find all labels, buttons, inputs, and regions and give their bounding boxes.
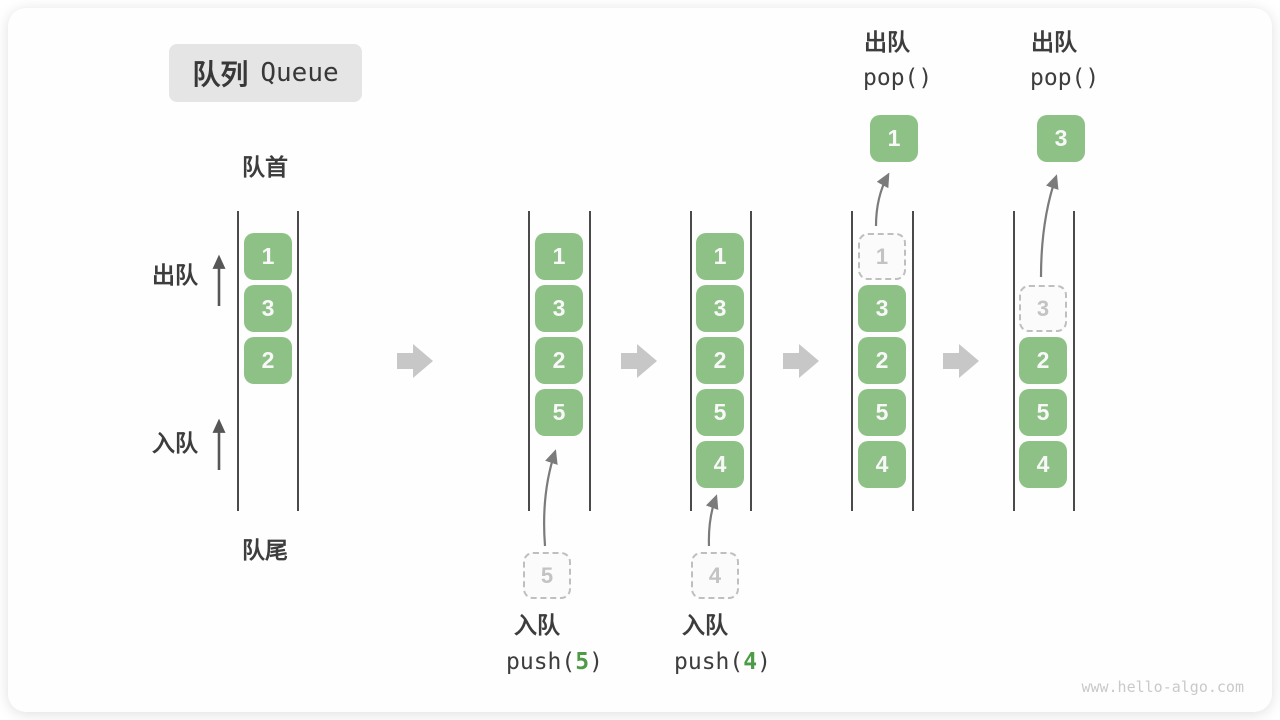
pop2-value-cell: 3 bbox=[1037, 115, 1085, 162]
push4-code-arg: 4 bbox=[743, 649, 758, 675]
watermark: www.hello-algo.com bbox=[1081, 678, 1244, 696]
queue5-cell: 2 bbox=[1019, 337, 1067, 384]
push5-code-open: push( bbox=[506, 649, 576, 675]
pop1-label: 出队 bbox=[864, 29, 910, 55]
title-zh: 队列 bbox=[192, 59, 249, 90]
queue3-cell: 3 bbox=[696, 285, 744, 332]
enqueue-side-label: 入队 bbox=[152, 430, 198, 456]
dequeue-side-label: 出队 bbox=[152, 262, 198, 288]
push5-code-close: ) bbox=[589, 649, 603, 675]
push4-code-close: ) bbox=[757, 649, 771, 675]
queue3-cell: 2 bbox=[696, 337, 744, 384]
queue4-cell: 3 bbox=[858, 285, 906, 332]
push4-code: push(4) bbox=[674, 649, 771, 675]
queue3-cell: 5 bbox=[696, 389, 744, 436]
queue4-cell: 5 bbox=[858, 389, 906, 436]
queue5-popped-ghost-cell: 3 bbox=[1019, 285, 1067, 332]
queue3-cell: 4 bbox=[696, 441, 744, 488]
queue3-cell: 1 bbox=[696, 233, 744, 280]
diagram-card bbox=[8, 8, 1272, 712]
push5-code: push(5) bbox=[506, 649, 603, 675]
queue-front-label: 队首 bbox=[242, 154, 288, 180]
queue-rear-label: 队尾 bbox=[242, 537, 288, 563]
push5-label: 入队 bbox=[514, 612, 560, 638]
queue2-cell: 5 bbox=[535, 389, 583, 436]
push4-label: 入队 bbox=[682, 612, 728, 638]
push5-code-arg: 5 bbox=[575, 649, 590, 675]
pop2-label: 出队 bbox=[1031, 29, 1077, 55]
queue4-cell: 2 bbox=[858, 337, 906, 384]
pop1-code: pop() bbox=[863, 65, 933, 91]
queue2-cell: 2 bbox=[535, 337, 583, 384]
title-en: Queue bbox=[260, 58, 339, 88]
queue4-cell: 4 bbox=[858, 441, 906, 488]
queue2-cell: 3 bbox=[535, 285, 583, 332]
queue5-cell: 4 bbox=[1019, 441, 1067, 488]
push4-code-open: push( bbox=[674, 649, 744, 675]
queue1-cell: 1 bbox=[244, 233, 292, 280]
queue5-cell: 5 bbox=[1019, 389, 1067, 436]
queue2-cell: 1 bbox=[535, 233, 583, 280]
pop1-value-cell: 1 bbox=[870, 115, 918, 162]
queue1-cell: 2 bbox=[244, 337, 292, 384]
pop2-code: pop() bbox=[1030, 65, 1100, 91]
push4-ghost-cell: 4 bbox=[691, 552, 739, 599]
title-badge: 队列 Queue bbox=[169, 44, 362, 102]
queue4-popped-ghost-cell: 1 bbox=[858, 233, 906, 280]
push5-ghost-cell: 5 bbox=[523, 552, 571, 599]
queue1-cell: 3 bbox=[244, 285, 292, 332]
